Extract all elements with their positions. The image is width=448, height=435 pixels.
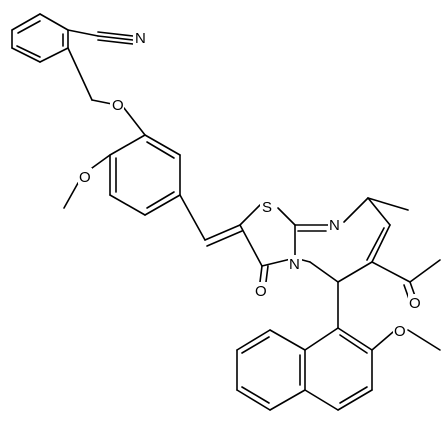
methoxy-oxygen-label-1: O xyxy=(79,169,91,186)
atom-labels: N O O S N N O O O xyxy=(78,29,422,340)
carbonyl-oxygen-label: O xyxy=(255,283,267,300)
acetyl-oxygen-label: O xyxy=(409,295,421,312)
pyrimidine-nitrogen-label: N xyxy=(329,217,340,234)
thiazole-sulfur-label: S xyxy=(262,199,272,216)
bond-lines xyxy=(11,13,441,411)
ring-fusion-nitrogen-label: N xyxy=(289,256,300,273)
methoxy-oxygen-label-2: O xyxy=(394,323,406,340)
ether-oxygen-label: O xyxy=(112,97,124,114)
nitrile-nitrogen-label: N xyxy=(135,30,146,47)
